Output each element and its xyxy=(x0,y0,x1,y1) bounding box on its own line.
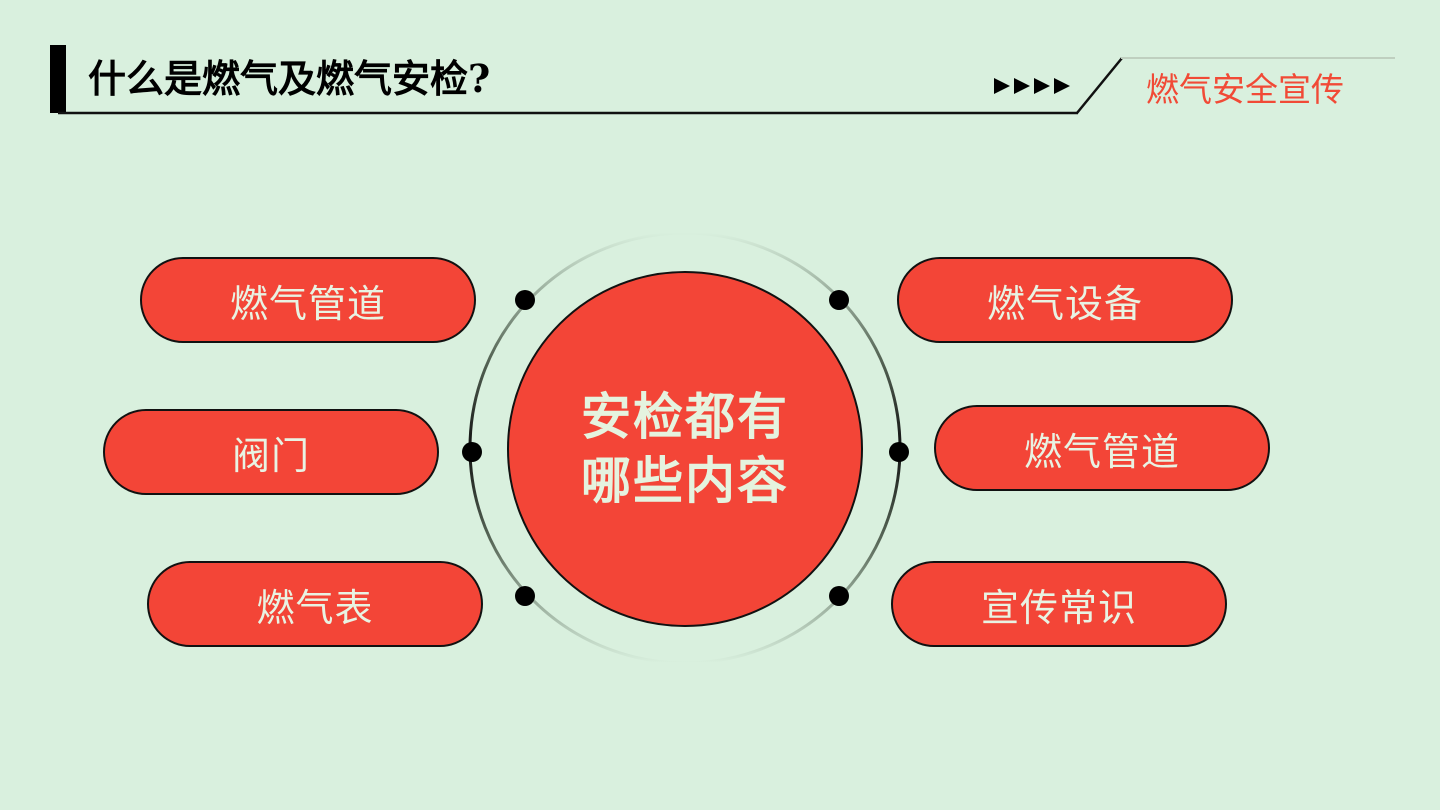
header-decoration xyxy=(58,57,1395,115)
connector-dot xyxy=(462,442,482,462)
title-accent-bar xyxy=(50,45,66,113)
page-title: 什么是燃气及燃气安检? xyxy=(88,56,491,101)
connector-dot xyxy=(515,586,535,606)
center-circle: 安检都有 哪些内容 xyxy=(507,271,863,627)
brand-label: 燃气安全宣传 xyxy=(1146,70,1344,109)
connector-dot xyxy=(889,442,909,462)
item-left-valve[interactable]: 阀门 xyxy=(103,409,439,495)
arrow-icon xyxy=(994,78,1010,94)
item-right-gas-equipment[interactable]: 燃气设备 xyxy=(897,257,1233,343)
arrow-icon xyxy=(1054,78,1070,94)
header-slash xyxy=(1076,57,1123,114)
item-left-gas-meter[interactable]: 燃气表 xyxy=(147,561,483,647)
arrow-icon xyxy=(1034,78,1050,94)
connector-dot xyxy=(829,290,849,310)
item-right-safety-knowledge[interactable]: 宣传常识 xyxy=(891,561,1227,647)
item-right-gas-pipeline[interactable]: 燃气管道 xyxy=(934,405,1270,491)
arrow-icon xyxy=(1014,78,1030,94)
item-left-gas-pipeline[interactable]: 燃气管道 xyxy=(140,257,476,343)
connector-dot xyxy=(829,586,849,606)
connector-dot xyxy=(515,290,535,310)
center-title-line1: 安检都有 xyxy=(581,388,789,446)
arrows-icon xyxy=(994,78,1070,94)
center-title-line2: 哪些内容 xyxy=(581,452,789,510)
